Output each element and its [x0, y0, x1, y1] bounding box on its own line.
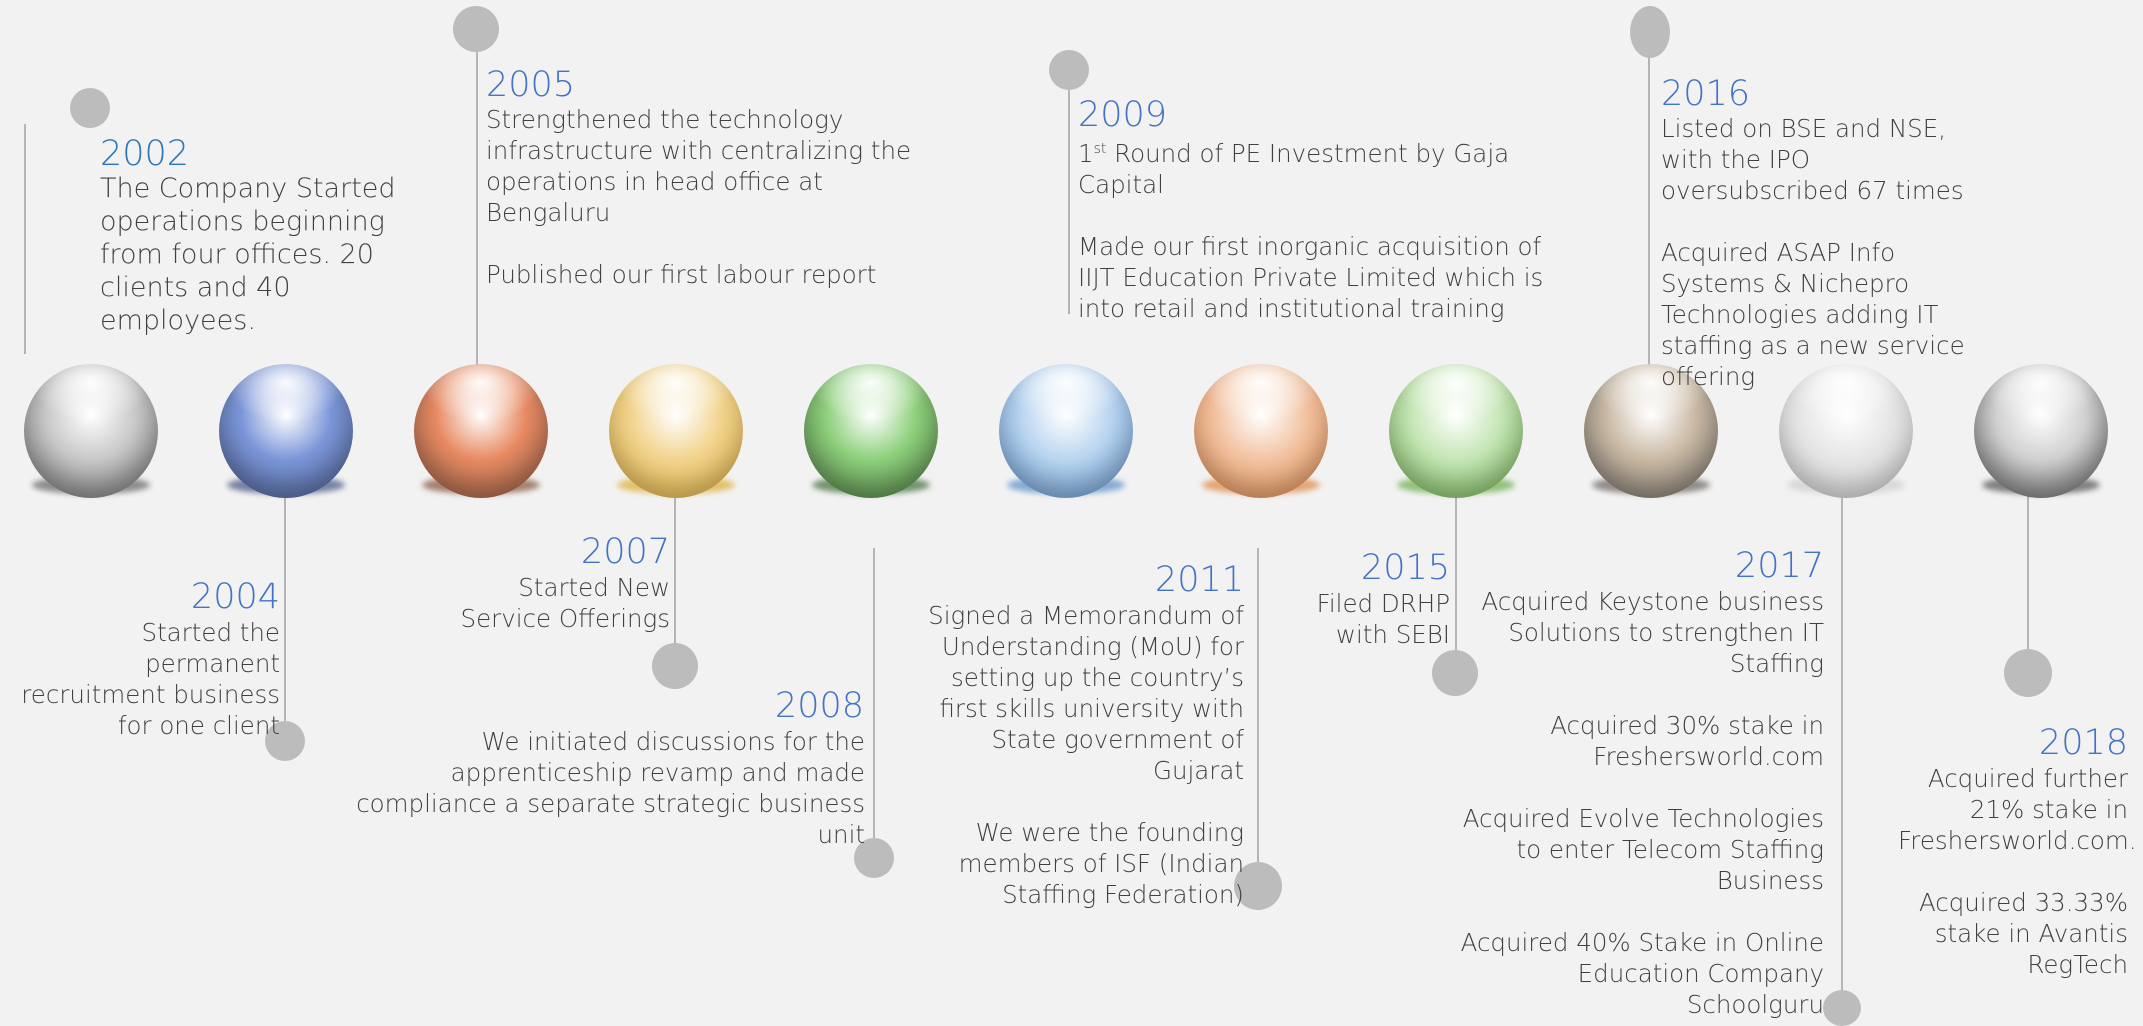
description-2005-p1: Strengthened the technology infrastructu…: [486, 105, 912, 227]
sphere-2002: [24, 364, 158, 498]
description-2016-p1: Listed on BSE and NSE, with the IPO over…: [1661, 114, 1964, 205]
connector-2007: [674, 496, 676, 666]
marker-dot-2016: [1630, 6, 1670, 58]
connector-2016: [1648, 30, 1650, 366]
description-2016: Listed on BSE and NSE, with the IPO over…: [1661, 113, 2001, 392]
sphere-2011: [1194, 364, 1328, 498]
sphere-2004: [219, 364, 353, 498]
description-2008: We initiated discussions for the apprent…: [310, 726, 865, 850]
description-2018-p1: Acquired further 21% stake in Fresherswo…: [1898, 764, 2137, 855]
marker-dot-2011: [1234, 862, 1282, 910]
description-2011-p1: Signed a Memorandum of Understanding (Mo…: [928, 601, 1244, 785]
connector-2009: [1068, 68, 1070, 314]
marker-dot-2005: [453, 6, 499, 52]
description-2005-p2: Published our first labour report: [486, 260, 877, 289]
year-2005: 2005: [486, 65, 576, 105]
sphere-2015: [1389, 364, 1523, 498]
description-2017-p3: Acquired Evolve Technologies to enter Te…: [1462, 804, 1824, 895]
description-2017: Acquired Keystone business Solutions to …: [1454, 586, 1824, 1020]
description-2015-p1: Filed DRHP with SEBI: [1316, 589, 1450, 649]
description-2017-p2: Acquired 30% stake in Freshersworld.com: [1550, 711, 1824, 771]
description-2009-p1-rest: Round of PE Investment by Gaja Capital: [1078, 139, 1510, 200]
marker-dot-2008: [854, 838, 894, 878]
year-2016: 2016: [1661, 74, 1751, 114]
description-2009-p2: Made our first inorganic acquisition of …: [1078, 232, 1544, 324]
description-2011: Signed a Memorandum of Understanding (Mo…: [924, 600, 1244, 910]
sphere-2005: [414, 364, 548, 498]
sphere-2017: [1779, 364, 1913, 498]
description-2015: Filed DRHP with SEBI: [1300, 588, 1450, 650]
connector-2005: [476, 28, 478, 366]
marker-dot-2017: [1823, 990, 1861, 1026]
description-2007-p1: Started New Service Offerings: [460, 573, 670, 633]
year-2011: 2011: [1154, 560, 1244, 600]
description-2016-p2: Acquired ASAP Info Systems & Nichepro Te…: [1661, 238, 1965, 391]
connector-2018: [2027, 496, 2029, 672]
description-2002-p1: The Company Started operations beginning…: [100, 173, 396, 336]
sphere-2007: [609, 364, 743, 498]
description-2004-p1: Started the permanent recruitment busine…: [21, 618, 280, 740]
description-2018-p2: Acquired 33.33% stake in Avantis RegTech: [1918, 888, 2128, 979]
year-2007: 2007: [580, 532, 670, 572]
description-2017-p4: Acquired 40% Stake in Online Education C…: [1460, 928, 1824, 1019]
sphere-2009: [999, 364, 1133, 498]
sphere-2016: [1584, 364, 1718, 498]
year-2002: 2002: [100, 134, 190, 174]
connector-2017: [1841, 496, 1843, 1010]
description-2002: The Company Started operations beginning…: [100, 172, 430, 337]
sphere-2018: [1974, 364, 2108, 498]
description-2011-p2: We were the founding members of ISF (Ind…: [958, 818, 1244, 909]
description-2004: Started the permanent recruitment busine…: [4, 617, 280, 741]
description-2009-p1: 1st Round of PE Investment by Gaja Capit…: [1078, 134, 1578, 200]
year-2017: 2017: [1734, 546, 1824, 586]
marker-dot-2004: [265, 721, 305, 761]
description-2007: Started New Service Offerings: [420, 572, 670, 634]
description-2009: 1st Round of PE Investment by Gaja Capit…: [1078, 134, 1578, 324]
year-2015: 2015: [1360, 548, 1450, 588]
description-2018: Acquired further 21% stake in Fresherswo…: [1898, 763, 2137, 980]
sphere-2008: [804, 364, 938, 498]
connector-2008: [873, 548, 875, 856]
year-2018: 2018: [2038, 723, 2128, 763]
description-2017-p1: Acquired Keystone business Solutions to …: [1481, 587, 1824, 678]
description-2008-p1: We initiated discussions for the apprent…: [356, 727, 865, 849]
description-2005: Strengthened the technology infrastructu…: [486, 104, 926, 290]
marker-dot-2007: [652, 643, 698, 689]
marker-dot-2009: [1049, 50, 1089, 90]
marker-dot-2015: [1432, 650, 1478, 696]
year-2009: 2009: [1078, 95, 1168, 135]
year-2008: 2008: [774, 686, 864, 726]
year-2004: 2004: [190, 577, 280, 617]
marker-dot-2018: [2004, 649, 2052, 697]
connector-2004: [284, 495, 286, 741]
connector-2002: [24, 124, 26, 354]
marker-dot-2002: [70, 88, 110, 128]
ordinal-suffix: st: [1093, 141, 1107, 157]
connector-2011: [1257, 548, 1259, 886]
ordinal-number: 1: [1078, 139, 1094, 169]
connector-2015: [1455, 496, 1457, 672]
